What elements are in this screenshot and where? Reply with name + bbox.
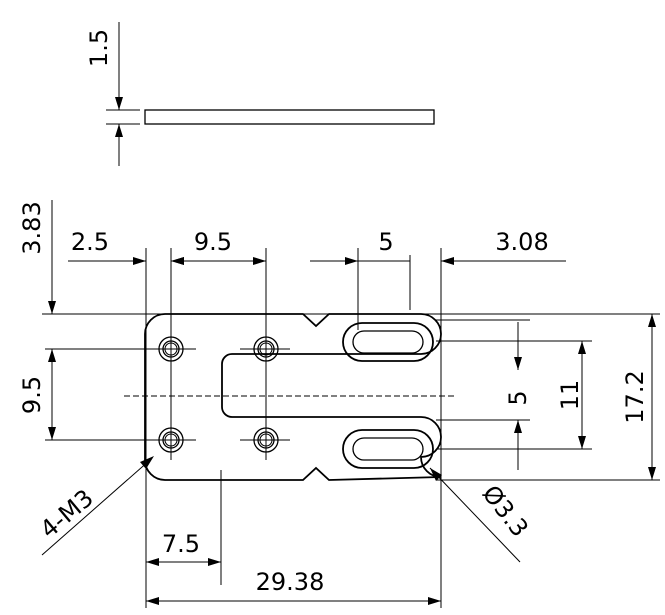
- lower-slot-outer: [342, 429, 434, 469]
- dim-right-margin: 3.08: [441, 228, 566, 265]
- dim-hole-pitch-x-label: 9.5: [194, 228, 232, 256]
- leader-thread-callout: 4-M3: [35, 456, 154, 556]
- plan-view: [45, 248, 456, 481]
- thickness-arrow-top: [115, 97, 123, 110]
- dim-slot-gap: 5: [504, 322, 532, 470]
- extension-lines: [42, 248, 660, 608]
- dim-hole-pitch-x: 9.5: [171, 228, 266, 265]
- plate-side-profile: [144, 109, 435, 125]
- dim-slot-width-label: 5: [378, 228, 393, 256]
- dim-overall-height-label: 17.2: [621, 370, 649, 423]
- lower-slot-inner: [352, 437, 424, 461]
- dim-tongue-offset: 7.5: [146, 530, 221, 566]
- plate-outline: [144, 313, 442, 481]
- dim-left-margin: 2.5: [68, 228, 186, 265]
- dim-overall-width-label: 29.38: [256, 568, 325, 596]
- side-view: 1.5: [85, 22, 435, 166]
- thickness-arrow-bottom: [115, 124, 123, 137]
- dim-slot-gap-label: 5: [504, 390, 532, 405]
- dim-top-offset-label: 3.83: [18, 201, 46, 254]
- leader-slot-diameter: Ø3.3: [429, 467, 534, 563]
- dim-top-offset: 3.83: [18, 200, 56, 314]
- thickness-label: 1.5: [85, 29, 113, 67]
- dim-overall-width: 29.38: [146, 568, 441, 605]
- dim-right-margin-label: 3.08: [495, 228, 548, 256]
- dim-slot-span: 11: [556, 341, 586, 449]
- dim-slot-span-label: 11: [556, 380, 584, 411]
- dim-tongue-offset-label: 7.5: [162, 530, 200, 558]
- dim-left-margin-label: 2.5: [71, 228, 109, 256]
- upper-slot-inner: [352, 330, 424, 354]
- dim-hole-pitch-y-label: 9.5: [18, 376, 46, 414]
- slot-diameter-label: Ø3.3: [477, 480, 534, 542]
- dim-overall-height: 17.2: [621, 314, 656, 480]
- dim-slot-width: 5: [310, 228, 410, 265]
- dim-hole-pitch-y: 9.5: [18, 349, 56, 440]
- upper-slot-outer: [342, 322, 434, 362]
